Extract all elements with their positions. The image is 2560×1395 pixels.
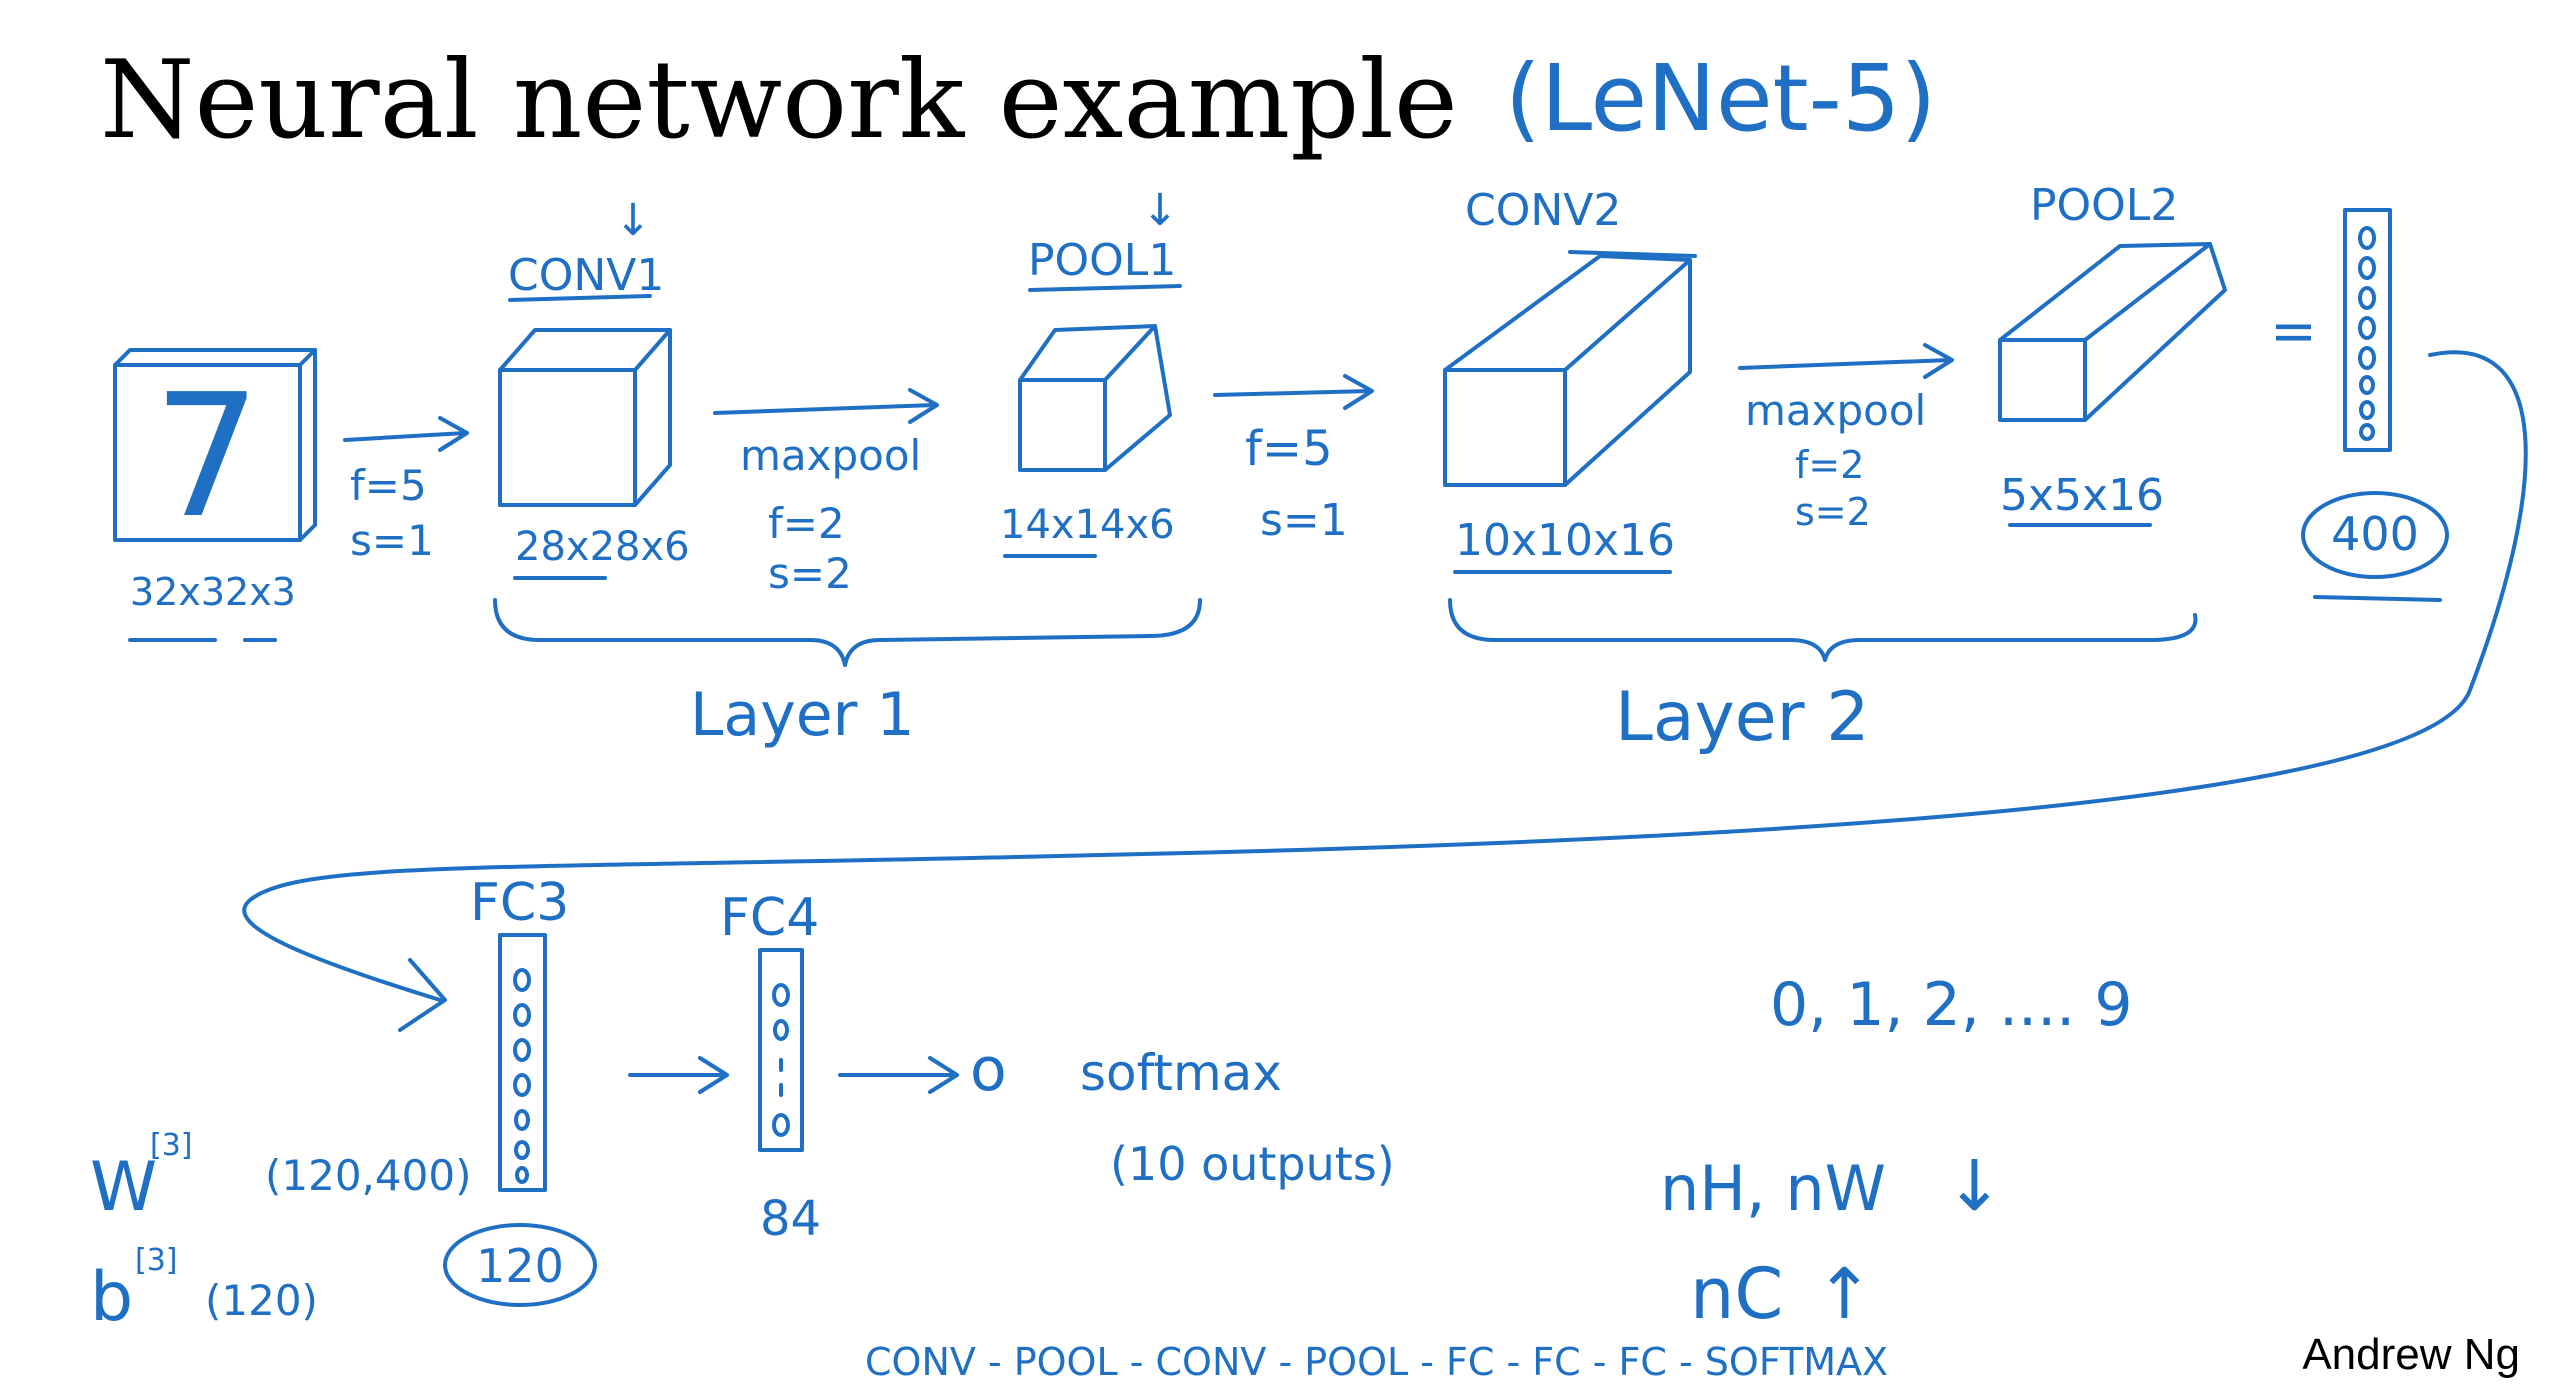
conv2-label-underline <box>1568 250 1697 258</box>
pool1-dims: 14x14x6 <box>1000 502 1175 548</box>
conv1-volume <box>498 328 672 507</box>
fc3-weight-shape: (120,400) <box>265 1151 471 1200</box>
layer2-brace <box>1448 598 2198 662</box>
conv1-down-arrow: ↓ <box>615 195 652 246</box>
fc3-bias: b <box>90 1258 133 1337</box>
input-dims: 32x32x3 <box>130 570 296 614</box>
fc3-bias-sup: [3] <box>135 1243 178 1278</box>
arrow-input-conv1 <box>343 416 469 452</box>
output-node: o <box>970 1035 1007 1105</box>
pool2-label: POOL2 <box>2030 180 2178 231</box>
c-note: nC <box>1690 1253 1783 1335</box>
input-volume <box>113 348 317 542</box>
arrow-conv1-pool1 <box>713 388 939 424</box>
hw-note: nH, nW <box>1660 1152 1886 1225</box>
conv1-label-underline <box>508 294 652 302</box>
fc3-column <box>498 933 547 1192</box>
fc3-bias-shape: (120) <box>205 1276 318 1325</box>
arrow-fc4-output <box>838 1056 959 1094</box>
author-credit: Andrew Ng <box>2302 1330 2520 1379</box>
pool2-param-s: s=2 <box>1795 490 1871 534</box>
pool1-down-arrow: ↓ <box>1142 185 1179 236</box>
output-detail: (10 outputs) <box>1110 1137 1395 1191</box>
flatten-column <box>2343 208 2392 452</box>
pool2-param-f: f=2 <box>1795 443 1864 487</box>
flatten-equals: = <box>2270 299 2317 364</box>
arrow-fc3-fc4 <box>628 1056 729 1094</box>
c-trend-icon: ↑ <box>1815 1253 1874 1335</box>
fc4-column <box>758 948 804 1152</box>
pool1-op: maxpool <box>740 431 921 480</box>
fc3-weight: W <box>90 1148 157 1227</box>
arrow-flatten-fc3 <box>242 350 2528 1032</box>
fc3-weight-sup: [3] <box>150 1128 193 1163</box>
layer2-label: Layer 2 <box>1615 678 1869 757</box>
slide-title: Neural network example <box>100 38 1458 163</box>
conv2-param-f: f=5 <box>1245 421 1333 477</box>
hw-trend-icon: ↓ <box>1945 1145 2004 1227</box>
conv1-param-s: s=1 <box>350 516 434 565</box>
fc4-label: FC4 <box>720 888 819 948</box>
conv2-dims: 10x10x16 <box>1455 515 1675 566</box>
conv2-volume <box>1443 254 1692 487</box>
pool1-volume <box>1018 324 1172 472</box>
conv2-label: CONV2 <box>1465 185 1621 236</box>
fc3-units-circle <box>443 1223 597 1307</box>
flatten-units-circle <box>2301 491 2449 579</box>
output-label: softmax <box>1080 1044 1282 1102</box>
arrow-pool1-conv2 <box>1213 374 1374 410</box>
conv1-label: CONV1 <box>508 250 664 301</box>
pool1-param-f: f=2 <box>768 499 845 548</box>
subtitle: (LeNet-5) <box>1505 45 1936 152</box>
pool2-op: maxpool <box>1745 386 1926 435</box>
arrow-conv2-pool2 <box>1738 343 1954 379</box>
classes-note: 0, 1, 2, .... 9 <box>1770 970 2133 1040</box>
pool1-label-underline <box>1028 284 1182 292</box>
layer-sequence: CONV - POOL - CONV - POOL - FC - FC - FC… <box>865 1340 1888 1384</box>
fc4-units: 84 <box>760 1191 821 1247</box>
layer1-label: Layer 1 <box>690 680 915 750</box>
fc3-label: FC3 <box>470 873 569 933</box>
conv1-dims: 28x28x6 <box>515 524 690 570</box>
input-digit: 7 <box>153 358 261 556</box>
pool1-label: POOL1 <box>1028 235 1176 286</box>
pool1-param-s: s=2 <box>768 549 852 598</box>
layer1-brace <box>493 598 1202 667</box>
pool2-dims: 5x5x16 <box>2000 470 2164 521</box>
flatten-units-underline <box>2313 595 2442 602</box>
fc3-units: 120 <box>476 1239 564 1293</box>
conv1-param-f: f=5 <box>350 461 427 510</box>
flatten-units: 400 <box>2331 507 2419 561</box>
pool2-volume <box>1998 242 2227 422</box>
conv2-param-s: s=1 <box>1260 495 1348 546</box>
